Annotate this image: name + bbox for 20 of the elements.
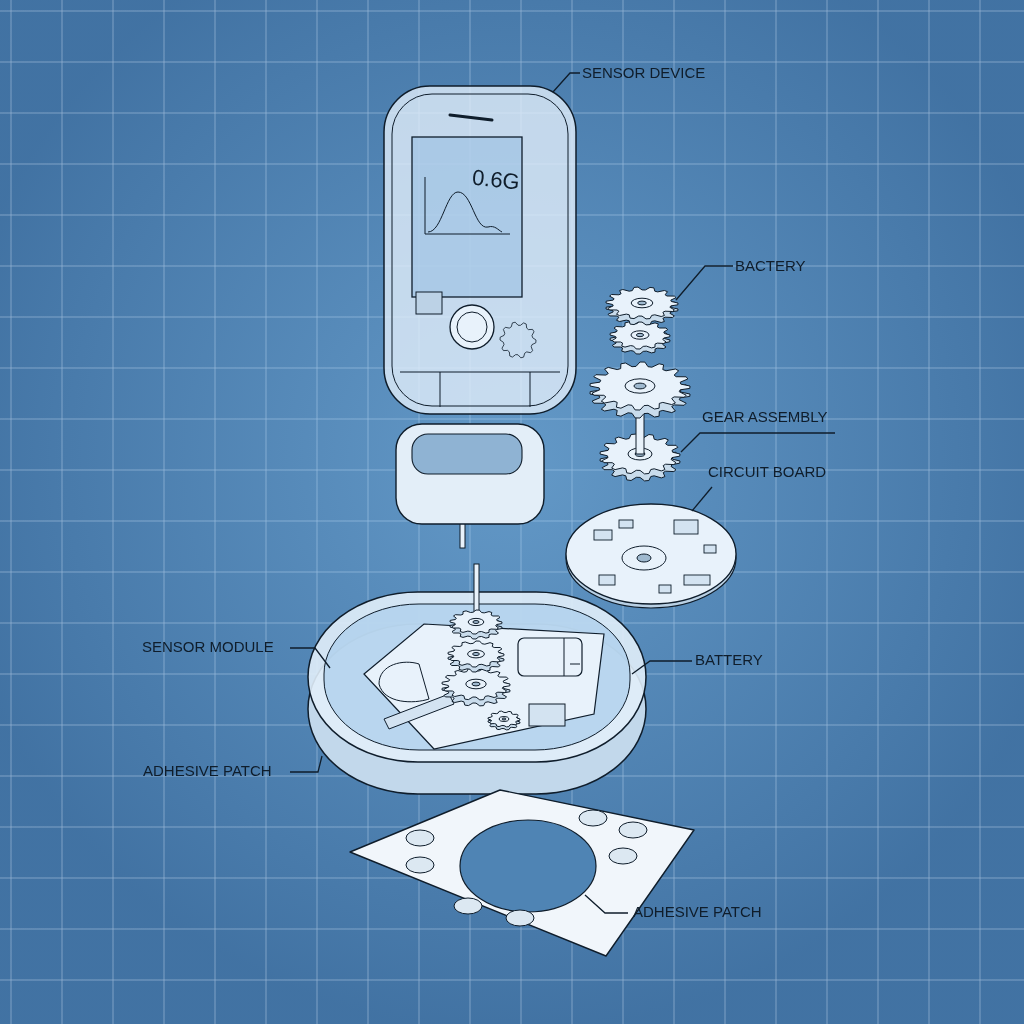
part-label: BACTERY [735,257,806,275]
part-label: BATTERY [695,651,763,669]
leader-line [289,755,323,773]
part-drawing [564,500,738,610]
part-label: SENSOR MODULE [142,638,274,656]
leader-line [691,486,713,512]
part-label: SENSOR DEVICE [582,64,706,82]
leader-line [631,660,693,675]
part-drawing [604,283,682,355]
leader-line [680,432,836,453]
part-label: CIRCUIT BOARD [708,463,827,481]
screen-reading: 0.6G [470,165,521,195]
part-label: ADHESIVE PATCH [143,762,272,780]
part-drawing [380,82,580,418]
leader-line [675,265,734,301]
leader-line [289,647,331,669]
part-drawing [304,564,650,798]
leader-line [584,894,629,914]
part-label: GEAR ASSEMBLY [702,408,828,426]
leader-line [552,72,581,93]
